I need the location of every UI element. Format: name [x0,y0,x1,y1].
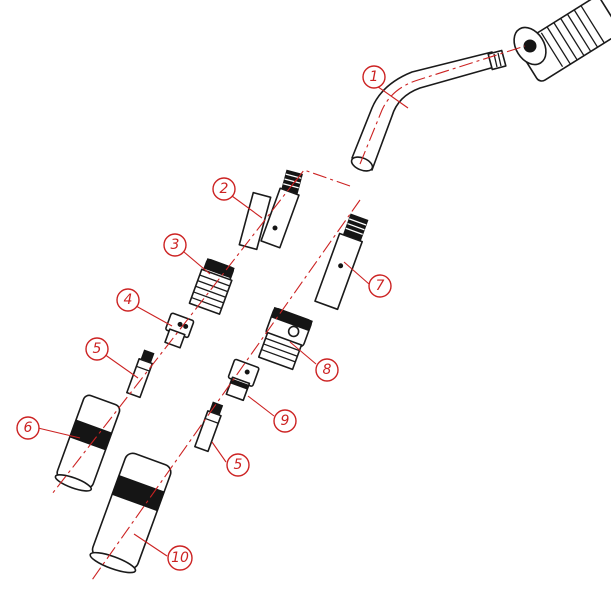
part-5-contact-tip-left [126,349,155,399]
callout-4: 4 [116,288,140,312]
callout-1-label: 1 [370,69,379,85]
part-7-tube [314,213,369,311]
centre-lines [51,169,361,581]
callout-6: 6 [16,416,40,440]
leader-lines [37,83,409,557]
callout-5-left: 5 [85,337,109,361]
swan-neck [350,45,526,172]
callout-4-label: 4 [124,292,133,308]
callout-1: 1 [362,65,386,89]
callout-6-label: 6 [24,420,33,436]
callout-8-label: 8 [323,362,332,378]
callout-9-label: 9 [281,413,290,429]
part-10-nozzle [89,452,172,574]
callout-10: 10 [167,545,193,571]
part-8-insulator [257,306,313,371]
callout-7: 7 [368,274,392,298]
part-6-nozzle [54,394,121,492]
callout-5-left-label: 5 [93,341,102,357]
callout-9: 9 [273,409,297,433]
callout-10-label: 10 [171,550,189,566]
callout-7-label: 7 [376,278,385,294]
part-4-diffuser [164,312,195,349]
callout-8: 8 [315,358,339,382]
callout-3-label: 3 [171,237,180,253]
callout-2: 2 [212,177,236,201]
callout-5-right: 5 [226,453,250,477]
callout-2-label: 2 [220,181,229,197]
torch-handle [513,0,611,82]
part-9-diffuser [225,358,260,402]
part-2-tube [238,169,303,251]
callout-3: 3 [163,233,187,257]
part-5-contact-tip-right [194,401,224,453]
callout-5-right-label: 5 [234,457,243,473]
